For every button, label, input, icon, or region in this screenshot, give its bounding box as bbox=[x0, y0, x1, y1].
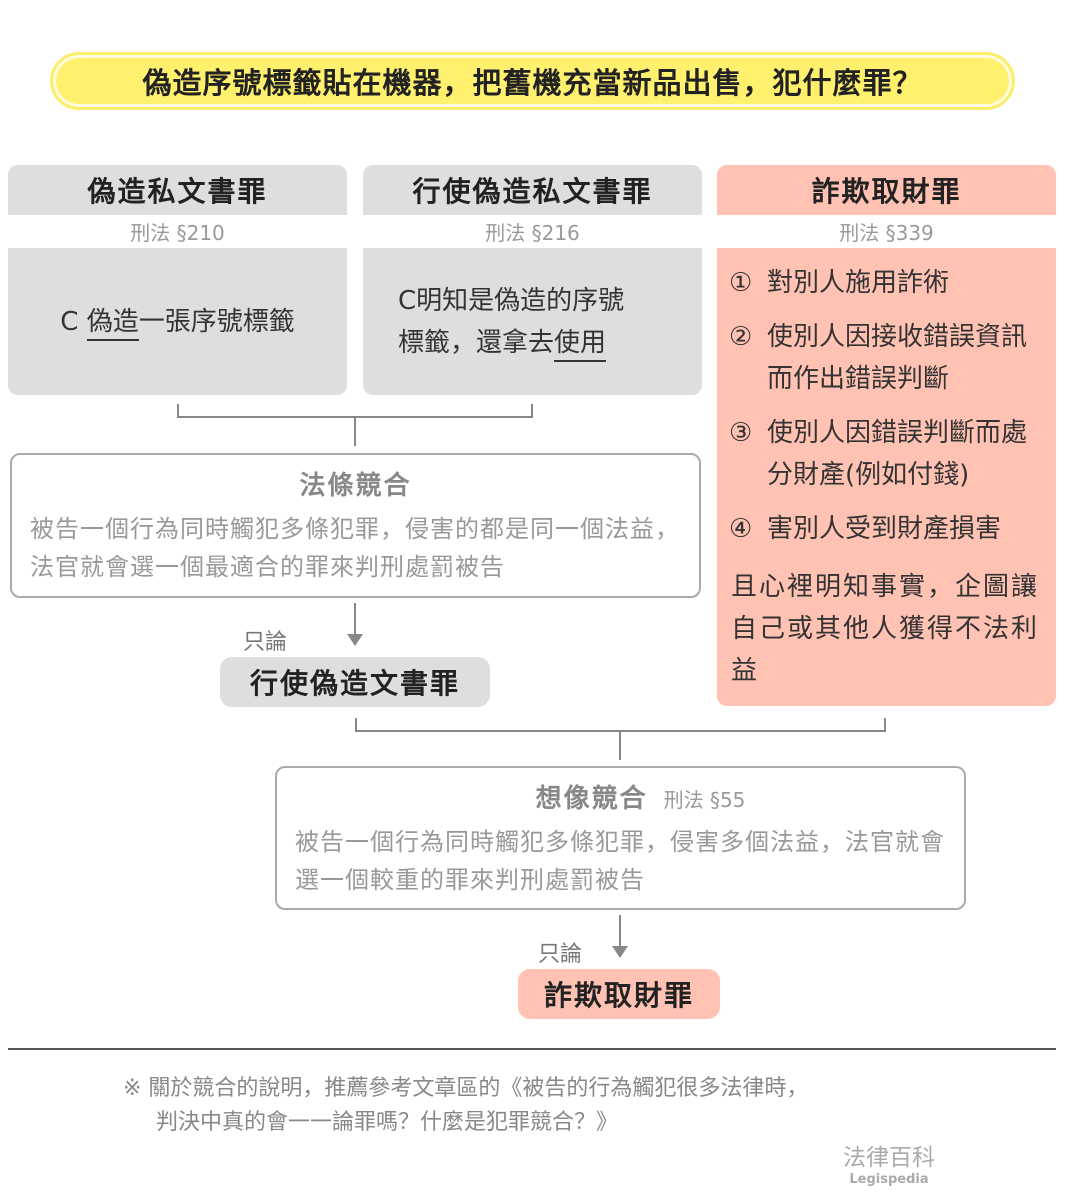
item-text: 對別人施用詐術 bbox=[767, 268, 950, 298]
page-title: 偽造序號標籤貼在機器，把舊機充當新品出售，犯什麼罪？ bbox=[50, 52, 1015, 110]
law-article: 刑法 §55 bbox=[663, 788, 746, 812]
result-pill: 行使偽造文書罪 bbox=[220, 657, 490, 707]
legispedia-logo: 法律百科 Legispedia bbox=[836, 1138, 942, 1187]
text: C bbox=[60, 306, 87, 337]
arrow-down-icon bbox=[612, 946, 628, 958]
box-text: 被告一個行為同時觸犯多條犯罪，侵害多個法益，法官就會選一個較重的罪來判刑處罰被告 bbox=[295, 828, 945, 894]
underlined-keyword: 使用 bbox=[554, 328, 607, 362]
box-title: 想像競合 bbox=[535, 784, 648, 814]
statute-competition-box: 法條競合 被告一個行為同時觸犯多條犯罪，侵害的都是同一個法益，法官就會選一個最適… bbox=[10, 453, 701, 598]
item-number: ② bbox=[729, 322, 753, 352]
footnote: ※ 關於競合的說明，推薦參考文章區的《被告的行為觸犯很多法律時， 判決中真的會一… bbox=[123, 1072, 808, 1140]
element-item: ③ 使別人因錯誤判斷而處分財產(例如付錢) bbox=[729, 412, 1046, 496]
law-article: 刑法 §210 bbox=[130, 221, 225, 245]
bracket-connector bbox=[355, 718, 886, 732]
box-text: 被告一個行為同時觸犯多條犯罪，侵害的都是同一個法益，法官就會選一個最適合的罪來判… bbox=[30, 515, 680, 581]
arrow-line bbox=[619, 915, 621, 951]
connector-line bbox=[354, 418, 356, 446]
text: 一張序號標籤 bbox=[138, 306, 295, 337]
element-item: ④ 害別人受到財產損害 bbox=[729, 508, 1046, 550]
item-text: 害別人受到財產損害 bbox=[767, 514, 1002, 544]
law-article: 刑法 §216 bbox=[485, 221, 580, 245]
crime-description: C 偽造一張序號標籤 bbox=[8, 248, 347, 395]
imaginary-competition-box: 想像競合刑法 §55 被告一個行為同時觸犯多條犯罪，侵害多個法益，法官就會選一個… bbox=[275, 766, 966, 910]
footnote-line: 判決中真的會一一論罪嗎？什麼是犯罪競合？》 bbox=[156, 1110, 619, 1135]
box-title: 法條競合 bbox=[299, 471, 412, 501]
bracket-connector bbox=[177, 404, 533, 418]
item-text: 使別人因接收錯誤資訊而作出錯誤判斷 bbox=[767, 322, 1028, 394]
item-number: ① bbox=[729, 268, 753, 298]
only-label: 只論 bbox=[538, 942, 583, 967]
result-pill: 詐欺取財罪 bbox=[518, 969, 720, 1019]
logo-zh: 法律百科 bbox=[843, 1145, 935, 1171]
connector-line bbox=[619, 732, 621, 760]
logo-en: Legispedia bbox=[849, 1172, 929, 1187]
law-article: 刑法 §339 bbox=[839, 221, 934, 245]
crime-card-forgery: 偽造私文書罪 刑法 §210 C 偽造一張序號標籤 bbox=[8, 165, 347, 395]
footnote-line: ※ 關於競合的說明，推薦參考文章區的《被告的行為觸犯很多法律時， bbox=[123, 1076, 809, 1101]
underlined-keyword: 偽造 bbox=[86, 306, 139, 341]
crime-name: 詐欺取財罪 bbox=[717, 165, 1056, 215]
text: C明知是偽造的序號 bbox=[398, 286, 625, 316]
text: 標籤，還拿去 bbox=[398, 328, 555, 358]
element-item: ① 對別人施用詐術 bbox=[729, 262, 1046, 304]
crime-description: C明知是偽造的序號 標籤，還拿去使用 bbox=[363, 248, 702, 395]
arrow-line bbox=[354, 603, 356, 639]
crime-card-fraud: 詐欺取財罪 刑法 §339 ① 對別人施用詐術 ② 使別人因接收錯誤資訊而作出錯誤判… bbox=[717, 165, 1056, 706]
crime-name: 偽造私文書罪 bbox=[8, 165, 347, 215]
divider bbox=[8, 1048, 1056, 1050]
item-number: ④ bbox=[729, 514, 753, 544]
arrow-down-icon bbox=[347, 634, 363, 646]
intent-text: 且心裡明知事實，企圖讓自己或其他人獲得不法利益 bbox=[731, 572, 1040, 686]
element-item: ② 使別人因接收錯誤資訊而作出錯誤判斷 bbox=[729, 316, 1046, 400]
only-label: 只論 bbox=[243, 630, 288, 655]
item-text: 使別人因錯誤判斷而處分財產(例如付錢) bbox=[767, 418, 1028, 490]
crime-name: 行使偽造私文書罪 bbox=[363, 165, 702, 215]
crime-elements: ① 對別人施用詐術 ② 使別人因接收錯誤資訊而作出錯誤判斷 ③ 使別人因錯誤判斷而處分… bbox=[717, 248, 1056, 706]
crime-card-uttering: 行使偽造私文書罪 刑法 §216 C明知是偽造的序號 標籤，還拿去使用 bbox=[363, 165, 702, 395]
item-number: ③ bbox=[729, 418, 753, 448]
